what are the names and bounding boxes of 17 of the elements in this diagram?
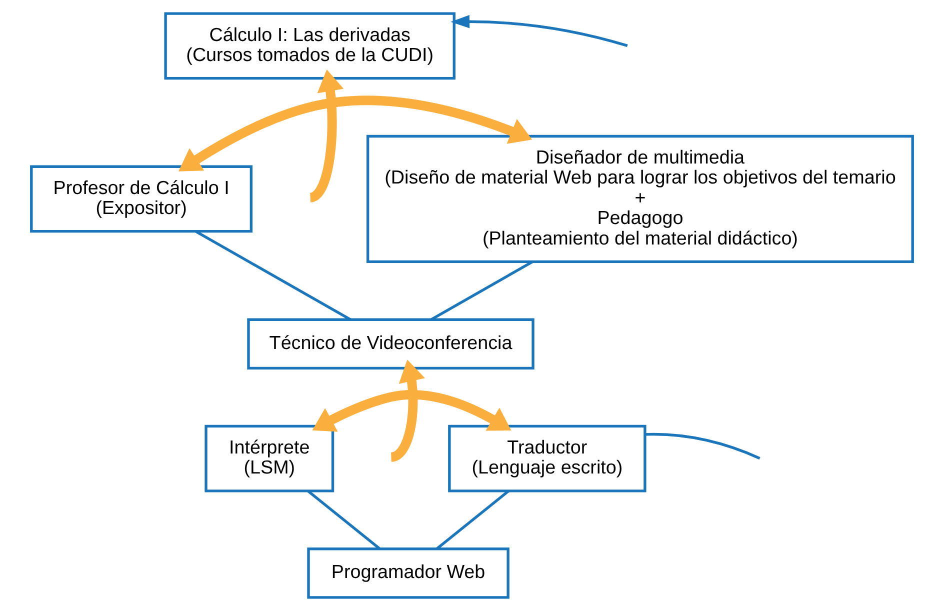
- node-box: Traductor (Lenguaje escrito): [448, 424, 646, 492]
- node-box: Diseñador de multimedia (Diseño de material Web para lograr los objetivos del temario + Pedagogo (Planteamiento del material didáctico): [366, 134, 914, 264]
- node-box: Programador Web: [307, 548, 510, 599]
- node-box: Intérprete (LSM): [204, 424, 334, 492]
- arrow: [450, 15, 628, 48]
- node-box: Profesor de Cálculo I (Expositor): [30, 165, 253, 233]
- connector: [436, 490, 510, 550]
- connector: [430, 260, 534, 321]
- arrow: [178, 96, 532, 172]
- node-box: Técnico de Videoconferencia: [247, 318, 534, 370]
- arrow: [308, 70, 344, 202]
- connector: [195, 230, 352, 321]
- node-box: Cálculo I: Las derivadas (Cursos tomados de la CUDI): [164, 12, 456, 80]
- connector: [644, 432, 760, 460]
- connector: [307, 490, 380, 550]
- arrow: [312, 390, 512, 432]
- arrow: [390, 360, 425, 462]
